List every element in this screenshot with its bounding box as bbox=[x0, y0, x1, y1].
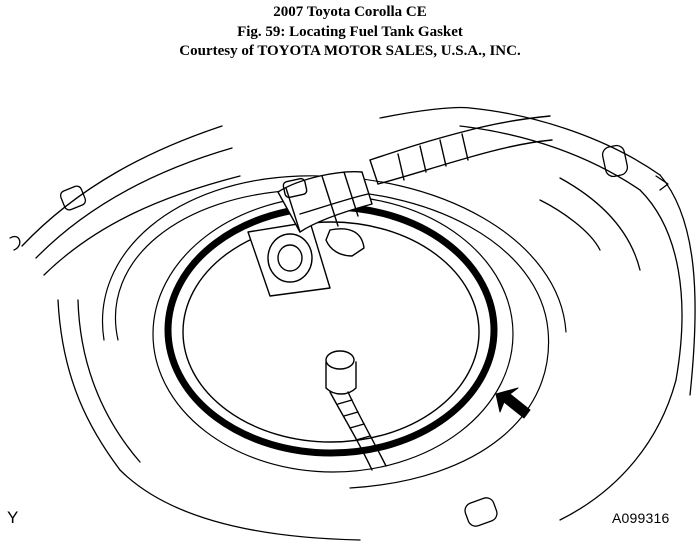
caption-figure-title: Fig. 59: Locating Fuel Tank Gasket bbox=[237, 23, 463, 40]
sender-wire-icon bbox=[325, 350, 387, 471]
caption-courtesy: Courtesy of TOYOTA MOTOR SALES, U.S.A., … bbox=[179, 43, 521, 59]
fuel-tank-outline-icon bbox=[9, 106, 696, 541]
figure-caption: 2007 Toyota Corolla CE Fig. 59: Locating… bbox=[0, 0, 700, 62]
tank-recess-contour bbox=[102, 175, 567, 489]
flange-inner-ring bbox=[182, 221, 480, 443]
caption-vehicle: 2007 Toyota Corolla CE bbox=[273, 4, 427, 20]
pointer-arrow-icon bbox=[495, 387, 531, 419]
figure-code: A099316 bbox=[612, 510, 670, 526]
fuel-pump-flange-icon bbox=[247, 170, 373, 297]
fuel-hose-icon bbox=[369, 115, 553, 185]
corner-mark: Y bbox=[7, 508, 19, 527]
